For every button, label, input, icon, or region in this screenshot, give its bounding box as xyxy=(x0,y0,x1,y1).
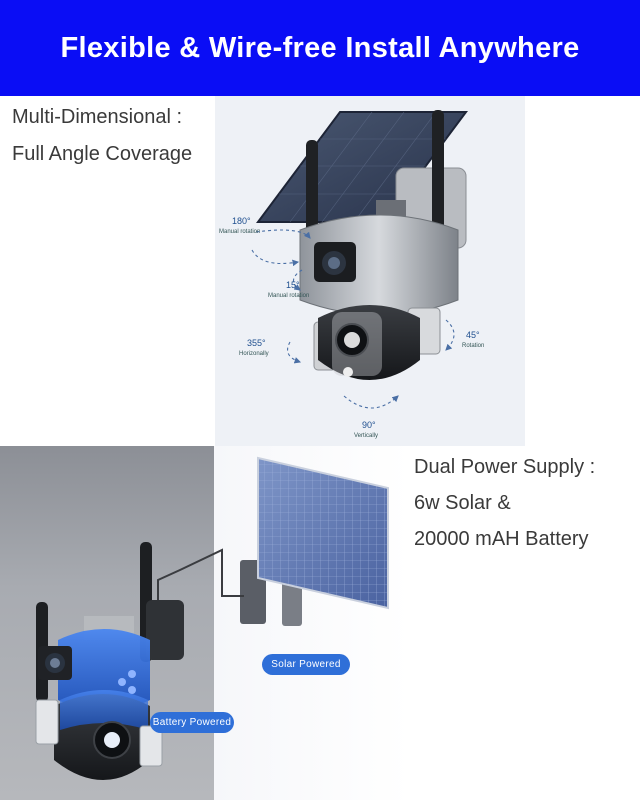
coverage-subheading: Full Angle Coverage xyxy=(12,143,193,165)
angle-355-label: 355° xyxy=(247,338,266,348)
coverage-heading: Multi-Dimensional : xyxy=(12,106,183,128)
power-battery-text: 20000 mAH Battery xyxy=(414,528,589,550)
angle-45-caption: Rotation xyxy=(462,343,484,349)
angle-180-label: 180° xyxy=(232,216,251,226)
angle-15-caption: Manual rotation xyxy=(268,293,309,299)
battery-camera xyxy=(35,542,184,780)
title-banner: Flexible & Wire-free Install Anywhere xyxy=(0,0,640,96)
angle-90-caption: Vertically xyxy=(354,433,378,439)
banner-title: Flexible & Wire-free Install Anywhere xyxy=(60,31,580,64)
power-solar-text: 6w Solar & xyxy=(414,492,511,514)
angle-355-caption: Horizonally xyxy=(239,351,269,357)
battery-powered-badge: Battery Powered xyxy=(150,712,234,733)
power-heading: Dual Power Supply : xyxy=(414,456,596,478)
angle-180-caption: Manual rotation xyxy=(219,229,260,235)
angle-15-label: 15° xyxy=(286,280,300,290)
solar-powered-badge: Solar Powered xyxy=(262,654,350,675)
solar-camera-illustration xyxy=(256,110,468,380)
angle-45-label: 45° xyxy=(466,330,480,340)
angle-90-label: 90° xyxy=(362,420,376,430)
wall-solar-panel xyxy=(240,456,389,626)
